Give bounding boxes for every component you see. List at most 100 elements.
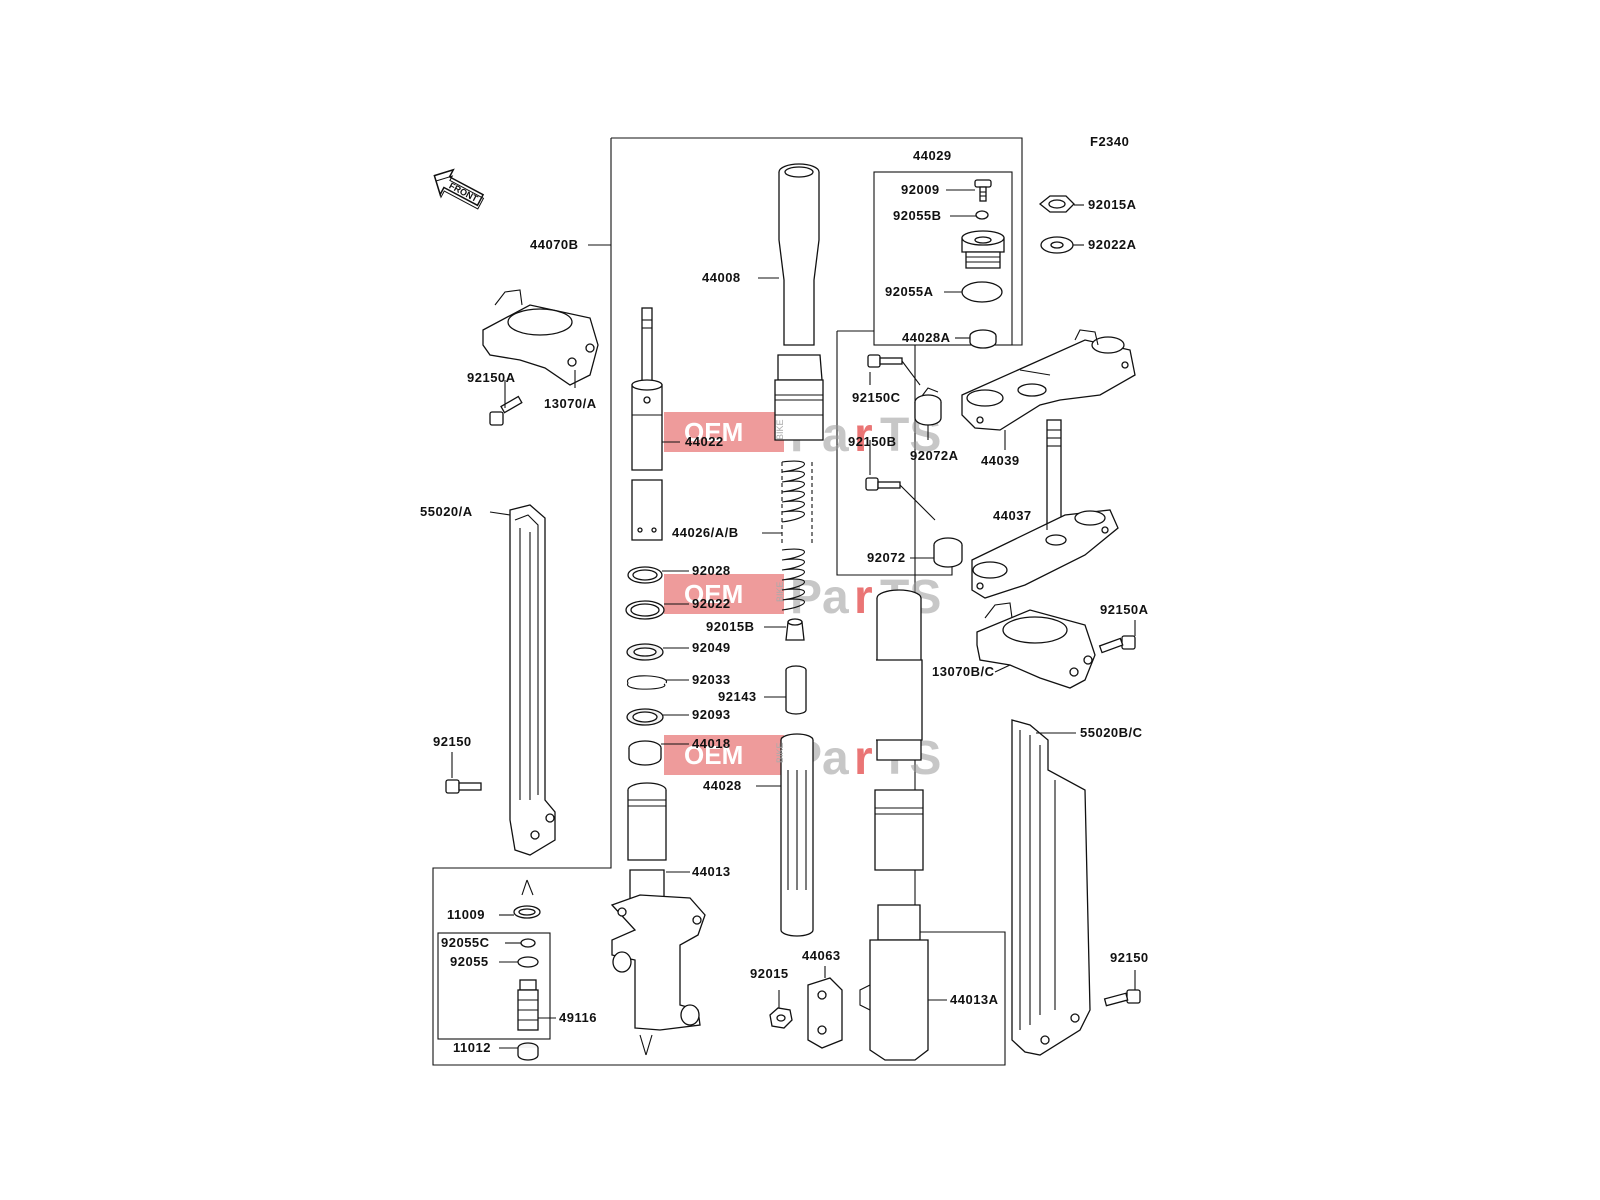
label-55020A: 55020/A [420,504,473,519]
label-44029: 44029 [913,148,952,163]
label-13070BC: 13070B/C [932,664,995,679]
label-92015A: 92015A [1088,197,1137,212]
label-92150B: 92150B [848,434,897,449]
label-92049: 92049 [692,640,731,655]
svg-text:OEM: OEM [684,579,743,609]
label-44018: 44018 [692,736,731,751]
part-44037-steering-stem [971,419,1119,599]
label-44028: 44028 [703,778,742,793]
label-44037: 44037 [993,508,1032,523]
part-44022-damper-rod [631,307,663,541]
part-92055B-oring [975,210,989,220]
label-11012: 11012 [453,1040,491,1055]
watermark-bike-1: BIKE [775,419,785,440]
label-44039: 44039 [981,453,1020,468]
svg-text:r: r [854,732,873,785]
label-92033: 92033 [692,672,731,687]
label-92150-left: 92150 [433,734,472,749]
part-44013A-inner-tube-right [859,589,929,1061]
front-arrow-icon: FRONT [433,168,485,210]
label-92072: 92072 [867,550,906,565]
label-44028A: 44028A [902,330,951,345]
part-92015-nut [769,1007,793,1029]
part-92022-washer [625,600,665,620]
label-44022: 44022 [685,434,724,449]
watermark-bike-3: BIKE [775,742,785,763]
part-92072-collar [933,537,963,568]
part-92055A-oring [961,281,1003,303]
label-92015B: 92015B [706,619,755,634]
part-44026-fork-spring [781,460,813,611]
part-44013-inner-tube-left [610,782,706,1056]
watermark: OEM Pa r TS OEM Pa r TS OEM Pa r TS [664,409,941,785]
label-92150A-right: 92150A [1100,602,1149,617]
label-92022A: 92022A [1088,237,1137,252]
label-92028: 92028 [692,563,731,578]
part-13070BC-lower-clamp [976,602,1096,689]
part-92143-collar [785,665,807,715]
part-92072A-collar [914,387,942,426]
part-92015A-nut [1038,195,1075,213]
label-92055A: 92055A [885,284,934,299]
part-44028A-collar [969,329,997,349]
svg-text:r: r [854,571,873,624]
figure-code: F2340 [1090,134,1129,149]
label-55020BC: 55020B/C [1080,725,1143,740]
part-11009-washer [513,905,541,919]
label-92072A: 92072A [910,448,959,463]
label-92150A-top: 92150A [467,370,516,385]
part-92093-dust-seal [626,708,664,726]
part-92055C-oring [520,938,536,948]
part-49116-valve [517,979,539,1031]
label-11009: 11009 [447,907,485,922]
part-92150C-bolt [867,354,903,368]
label-44008: 44008 [702,270,741,285]
label-92055: 92055 [450,954,489,969]
part-92150A-bolt-right [1098,635,1136,654]
part-11012-cap [517,1042,539,1061]
label-44063: 44063 [802,948,841,963]
label-44026: 44026/A/B [672,525,739,540]
part-44063-axle-holder [807,977,843,1049]
label-92093: 92093 [692,707,731,722]
part-44039-upper-bracket [961,329,1136,431]
part-92150-bolt-right [1103,989,1141,1007]
part-55020BC-fork-guard [1011,719,1091,1056]
svg-text:OEM: OEM [684,740,743,770]
part-92150A-bolt-top [489,395,523,426]
label-92009: 92009 [901,182,940,197]
assembly-outline-boxes [432,137,1023,1066]
part-92150B-bolt [865,477,901,491]
watermark-bike-2: BIKE [775,581,785,602]
label-92143: 92143 [718,689,757,704]
label-44013A: 44013A [950,992,999,1007]
label-44070B: 44070B [530,237,579,252]
part-44008-outer-tube [774,163,824,441]
part-92033-retaining-ring [627,675,667,690]
part-55020A-fork-guard [509,504,556,856]
label-92150-right: 92150 [1110,950,1149,965]
label-92022: 92022 [692,596,731,611]
label-92055C: 92055C [441,935,490,950]
part-92009-screw [974,179,992,202]
part-labels: 44070B 44029 92009 92055B 92055A 44028A … [420,148,1149,1055]
part-44028-damper-sleeve [780,733,814,937]
label-92015: 92015 [750,966,789,981]
label-13070A: 13070/A [544,396,597,411]
svg-text:r: r [854,409,873,462]
part-13070A-lower-clamp [482,289,599,386]
part-44018-bushing [628,740,662,766]
svg-text:OEM: OEM [684,417,743,447]
part-92022A-washer [1040,236,1074,254]
leader-lines [451,189,1136,1049]
label-49116: 49116 [559,1010,597,1025]
label-44013: 44013 [692,864,731,879]
part-92015B-nut [785,618,805,641]
label-92150C: 92150C [852,390,901,405]
part-92150-bolt-left [445,779,482,794]
part-92049-oil-seal [626,643,664,661]
part-92055-oring [517,956,539,968]
label-92055B: 92055B [893,208,942,223]
part-92028-bushing [627,566,663,584]
